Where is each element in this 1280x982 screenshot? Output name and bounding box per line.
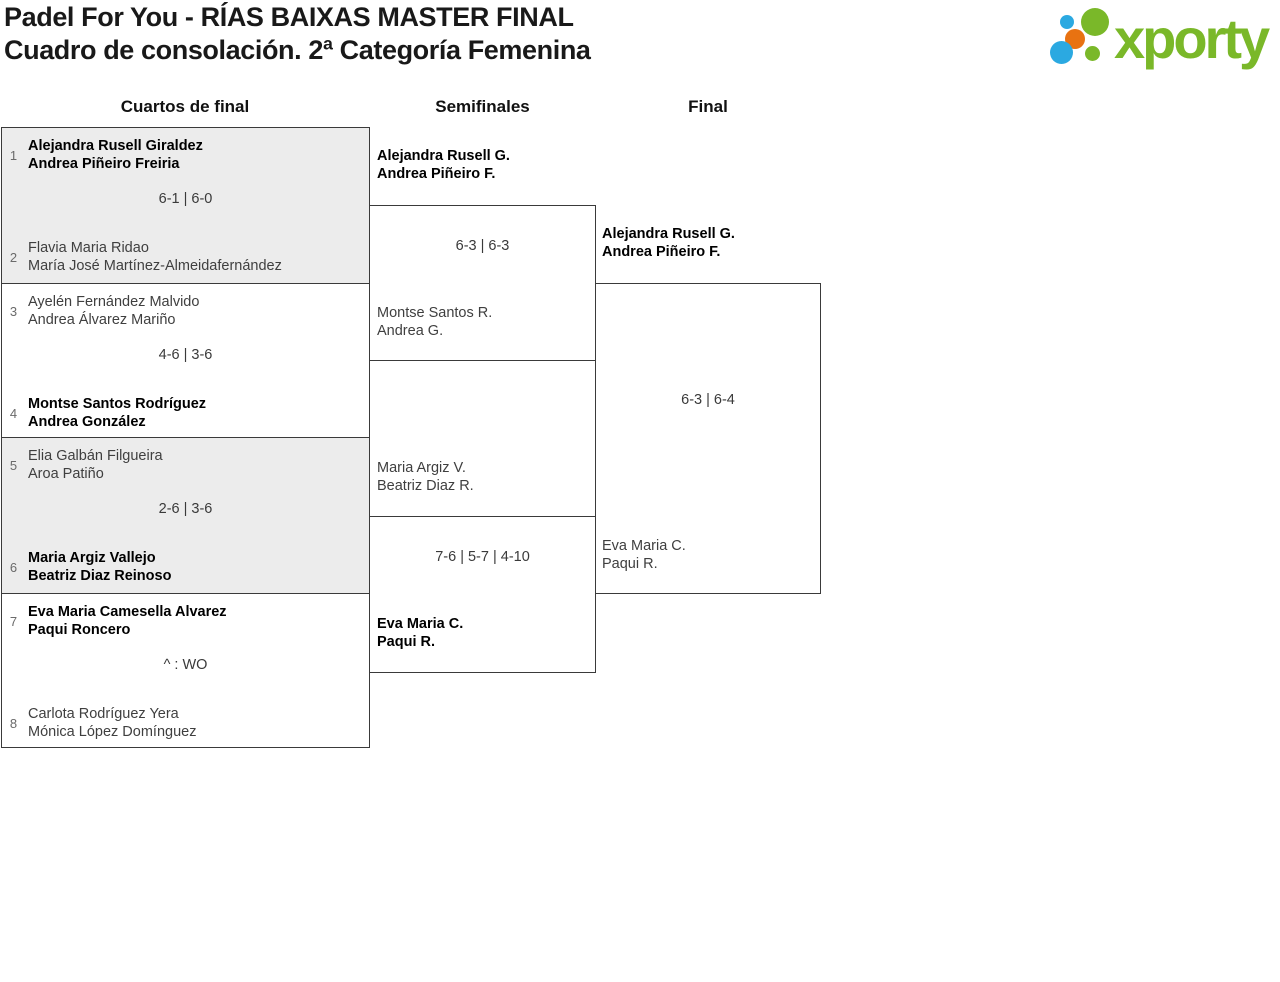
team-row: 6 Maria Argiz Vallejo Beatriz Diaz Reino… — [6, 549, 361, 585]
seed-number: 6 — [9, 559, 18, 575]
player-name: Andrea González — [28, 414, 146, 430]
team-label: Ayelén Fernández Malvido Andrea Álvarez … — [28, 293, 199, 329]
team-label: Eva Maria C. Paqui R. — [377, 615, 463, 651]
player-name: Montse Santos R. — [377, 305, 493, 321]
team-row: 1 Alejandra Rusell Giraldez Andrea Piñei… — [6, 137, 361, 173]
page-header: Padel For You - RÍAS BAIXAS MASTER FINAL… — [4, 1, 591, 67]
seed-number: 2 — [9, 249, 18, 265]
final-match-box — [595, 283, 821, 594]
team-row: 2 Flavia Maria Ridao María José Martínez… — [6, 239, 361, 275]
player-name: Andrea G. — [377, 323, 444, 339]
player-name: Eva Maria C. — [602, 538, 686, 554]
team-row: 4 Montse Santos Rodríguez Andrea Gonzále… — [6, 395, 361, 431]
team-row: 7 Eva Maria Camesella Alvarez Paqui Ronc… — [6, 603, 361, 639]
seed-number: 7 — [9, 613, 18, 629]
tournament-title: Padel For You - RÍAS BAIXAS MASTER FINAL — [4, 2, 574, 32]
logo-wordmark: xporty — [1114, 7, 1270, 70]
team-label: Montse Santos R. Andrea G. — [377, 304, 492, 340]
qf-match-2-box: 3 Ayelén Fernández Malvido Andrea Álvare… — [1, 283, 370, 438]
player-name: Mónica López Domínguez — [28, 724, 197, 740]
player-name: Andrea Piñeiro F. — [377, 166, 496, 182]
player-name: Alejandra Rusell Giraldez — [28, 138, 203, 154]
team-label: Eva Maria Camesella Alvarez Paqui Roncer… — [28, 603, 227, 639]
xporty-logo: xporty — [1046, 0, 1280, 86]
player-name: Paqui R. — [602, 556, 658, 572]
player-name: Paqui R. — [377, 634, 436, 650]
player-name: María José Martínez-Almeidafernández — [28, 258, 282, 274]
player-name: Carlota Rodríguez Yera — [28, 706, 179, 722]
sf-match-2-box — [369, 516, 596, 673]
seed-number: 5 — [9, 457, 18, 473]
team-label: Maria Argiz Vallejo Beatriz Diaz Reinoso — [28, 549, 171, 585]
team-row: 8 Carlota Rodríguez Yera Mónica López Do… — [6, 705, 361, 741]
logo-dot-icon — [1060, 15, 1074, 29]
team-label: Alejandra Rusell G. Andrea Piñeiro F. — [602, 225, 735, 261]
team-label: Maria Argiz V. Beatriz Diaz R. — [377, 459, 474, 495]
round-header-semifinales: Semifinales — [435, 97, 530, 116]
player-name: Alejandra Rusell G. — [377, 148, 510, 164]
player-name: Flavia Maria Ridao — [28, 240, 149, 256]
player-name: Beatriz Diaz R. — [377, 478, 474, 494]
match-score: ^ : WO — [163, 657, 208, 673]
round-header-cuartos: Cuartos de final — [120, 97, 250, 116]
match-score: 7-6 | 5-7 | 4-10 — [435, 549, 530, 565]
player-name: Andrea Álvarez Mariño — [28, 312, 176, 328]
qf-match-4-box: 7 Eva Maria Camesella Alvarez Paqui Ronc… — [1, 593, 370, 748]
bracket-subtitle: Cuadro de consolación. 2ª Categoría Feme… — [4, 35, 591, 65]
team-label: Eva Maria C. Paqui R. — [602, 537, 686, 573]
player-name: Montse Santos Rodríguez — [28, 396, 207, 412]
qf-match-1-box: 1 Alejandra Rusell Giraldez Andrea Piñei… — [1, 127, 370, 284]
player-name: Elia Galbán Filgueira — [28, 448, 163, 464]
player-name: Aroa Patiño — [28, 466, 104, 482]
seed-number: 4 — [9, 405, 18, 421]
player-name: Ayelén Fernández Malvido — [28, 294, 200, 310]
match-score: 2-6 | 3-6 — [158, 501, 213, 517]
team-row: 3 Ayelén Fernández Malvido Andrea Álvare… — [6, 293, 361, 329]
match-score: 6-3 | 6-4 — [681, 392, 735, 408]
logo-dot-icon — [1050, 41, 1073, 64]
seed-number: 8 — [9, 715, 18, 731]
seed-number: 3 — [9, 303, 18, 319]
player-name: Beatriz Diaz Reinoso — [28, 568, 172, 584]
qf-match-3-box: 5 Elia Galbán Filgueira Aroa Patiño 2-6 … — [1, 437, 370, 594]
team-row: 5 Elia Galbán Filgueira Aroa Patiño — [6, 447, 361, 483]
team-label: Alejandra Rusell Giraldez Andrea Piñeiro… — [28, 137, 203, 173]
round-header-final: Final — [688, 97, 728, 116]
team-label: Elia Galbán Filgueira Aroa Patiño — [28, 447, 163, 483]
team-label: Flavia Maria Ridao María José Martínez-A… — [28, 239, 282, 275]
player-name: Paqui Roncero — [28, 622, 131, 638]
match-score: 4-6 | 3-6 — [158, 347, 213, 363]
player-name: Eva Maria Camesella Alvarez — [28, 604, 227, 620]
team-label: Alejandra Rusell G. Andrea Piñeiro F. — [377, 147, 510, 183]
logo-dot-icon — [1085, 46, 1100, 61]
player-name: Maria Argiz V. — [377, 460, 466, 476]
player-name: Andrea Piñeiro F. — [602, 244, 721, 260]
team-label: Carlota Rodríguez Yera Mónica López Domí… — [28, 705, 196, 741]
logo-dot-icon — [1081, 8, 1109, 36]
player-name: Maria Argiz Vallejo — [28, 550, 156, 566]
player-name: Andrea Piñeiro Freiria — [28, 156, 180, 172]
match-score: 6-1 | 6-0 — [158, 191, 213, 207]
match-score: 6-3 | 6-3 — [455, 238, 510, 254]
player-name: Eva Maria C. — [377, 616, 464, 632]
team-label: Montse Santos Rodríguez Andrea González — [28, 395, 206, 431]
seed-number: 1 — [9, 147, 18, 163]
player-name: Alejandra Rusell G. — [602, 226, 735, 242]
